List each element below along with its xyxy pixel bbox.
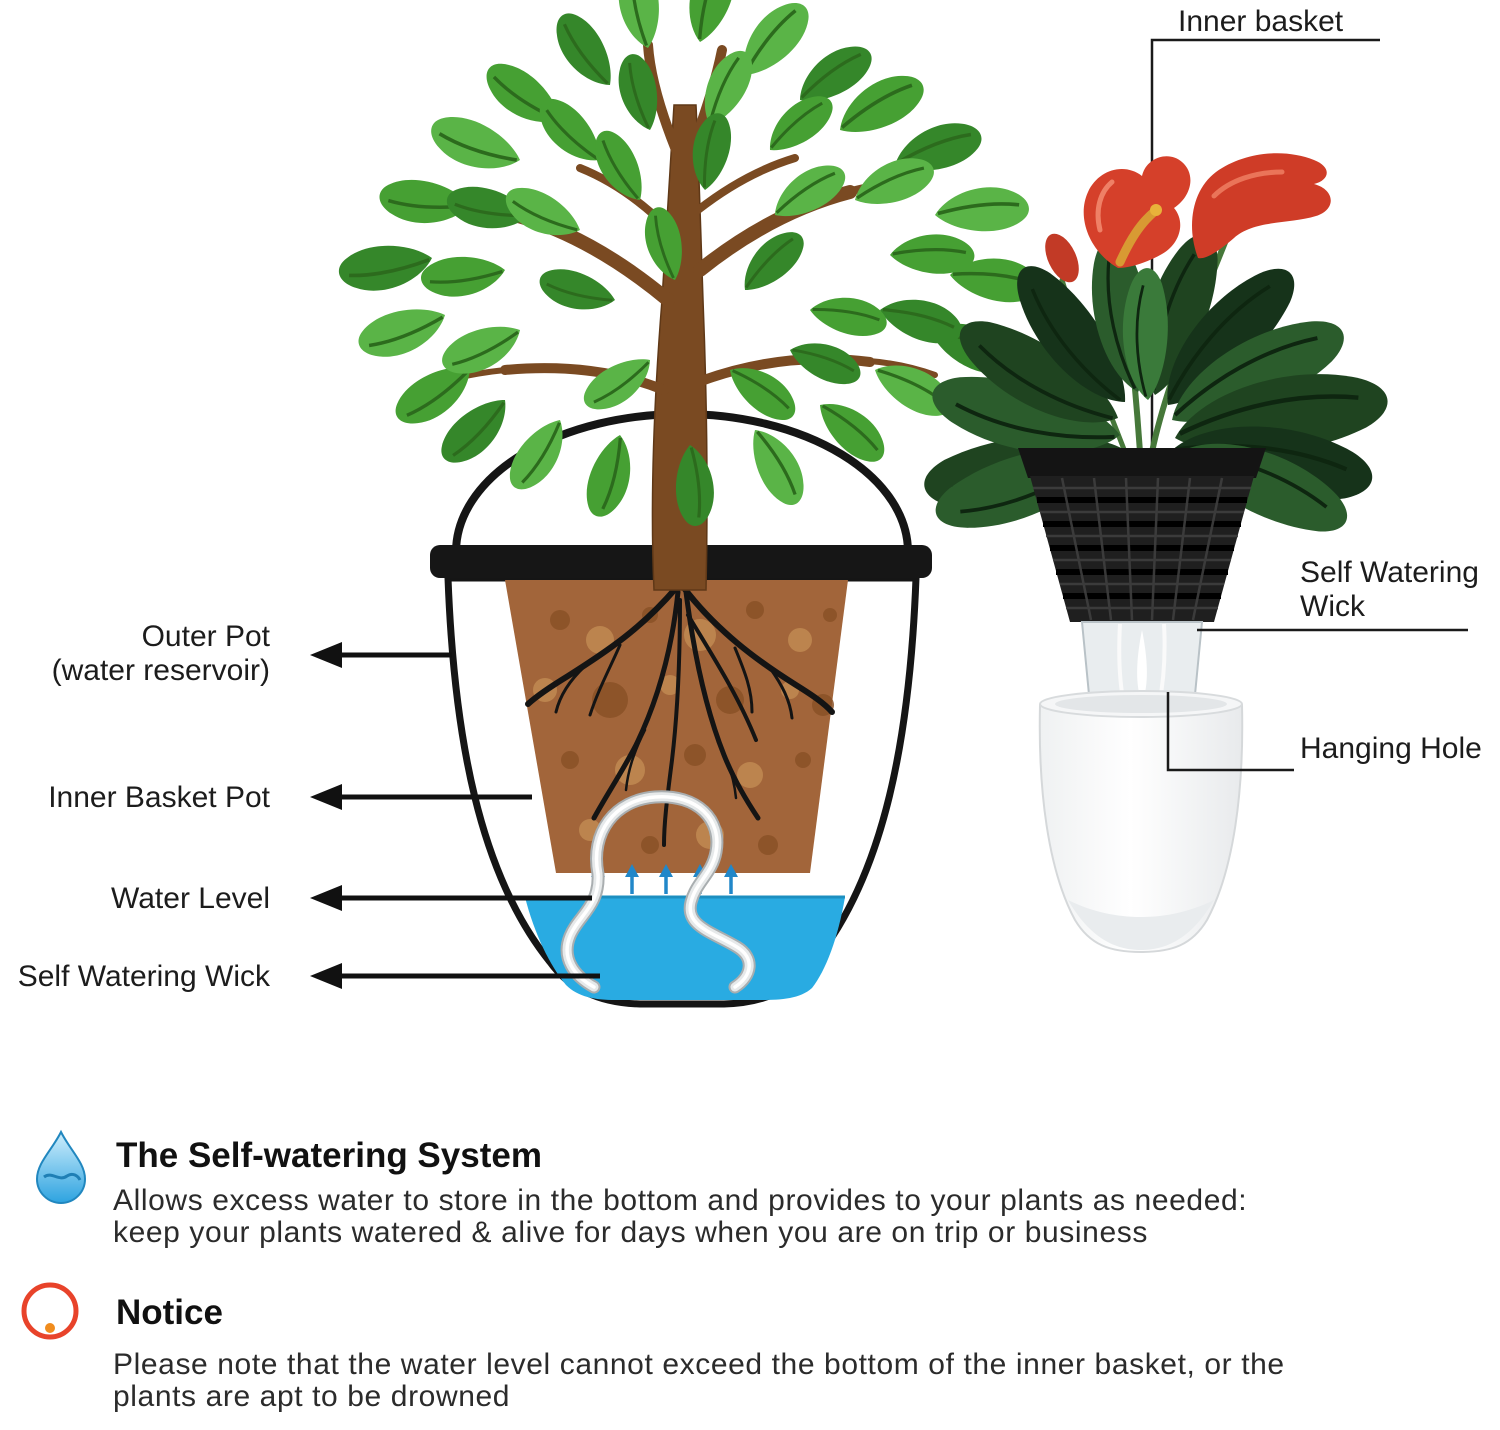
self-watering-wick-label: Self Watering Wick xyxy=(17,960,270,993)
notice-section-body-line1: Please note that the water level cannot … xyxy=(113,1348,1285,1381)
self-watering-wick-right-label-line2: Wick xyxy=(1300,590,1365,623)
notice-section-body-line2: plants are apt to be drowned xyxy=(113,1380,511,1413)
water-level-label: Water Level xyxy=(111,882,270,915)
outer-pot-label: Outer Pot (water reservoir) xyxy=(18,620,270,688)
product-photo xyxy=(920,38,1468,954)
product-wick-tip xyxy=(1137,630,1147,703)
self-watering-section-title: The Self-watering System xyxy=(116,1136,542,1175)
self-watering-wick-right-label: Self Watering Wick xyxy=(1300,556,1479,624)
plant-roots xyxy=(525,585,835,847)
self-watering-section-body-line1: Allows excess water to store in the bott… xyxy=(113,1184,1248,1217)
hanging-hole-label: Hanging Hole xyxy=(1300,732,1482,765)
left-callout-arrows xyxy=(310,642,600,989)
warning-icon xyxy=(21,1282,79,1340)
tree xyxy=(335,0,1047,591)
inner-basket-label: Inner basket xyxy=(1178,5,1344,38)
right-callout-lines xyxy=(1166,628,1468,772)
notice-section-title: Notice xyxy=(116,1293,223,1332)
product-outer-pot xyxy=(1038,690,1244,954)
inner-basket-pot-label: Inner Basket Pot xyxy=(48,781,270,814)
cross-section-diagram xyxy=(310,0,1047,1008)
product-inner-basket xyxy=(1018,448,1266,622)
self-watering-section-body-line2: keep your plants watered & alive for day… xyxy=(113,1216,1148,1249)
outer-pot-label-line2: (water reservoir) xyxy=(51,654,270,687)
self-watering-wick-right-label-line1: Self Watering xyxy=(1300,556,1479,589)
outer-pot-label-line1: Outer Pot xyxy=(141,620,270,653)
hanging-hole-callout-line xyxy=(1166,692,1294,772)
product-flowers xyxy=(1045,153,1331,283)
water-drop-icon xyxy=(35,1129,87,1204)
